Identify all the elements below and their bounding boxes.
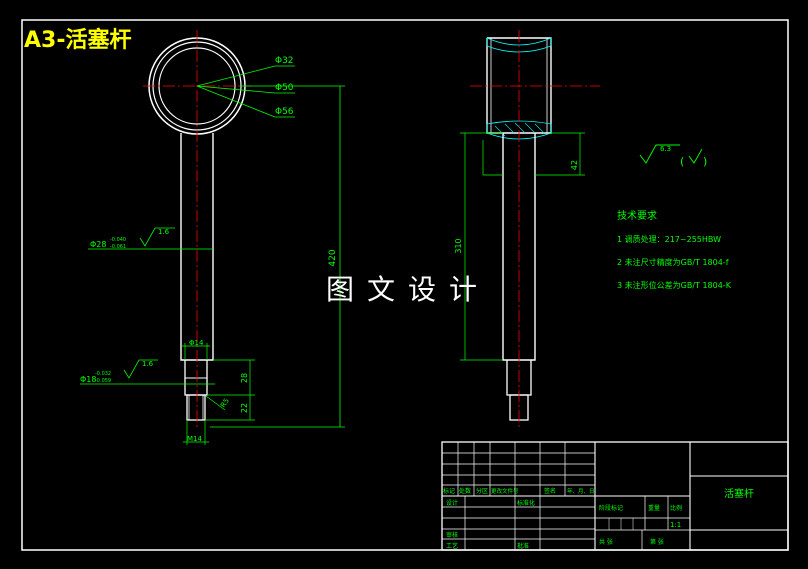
tb-stage-mark: 阶段标记 bbox=[599, 504, 623, 512]
dim-ring-d2: Φ50 bbox=[275, 83, 294, 93]
tech-req-item-3: 3 未注形位公差为GB/T 1804-K bbox=[617, 280, 732, 290]
dim-neck-dia: Φ18 bbox=[80, 375, 96, 384]
tb-review: 审核 bbox=[446, 531, 458, 539]
tb-doc-no: 更改文件号 bbox=[491, 487, 519, 495]
tech-req-item-1: 1 调质处理：217~255HBW bbox=[617, 234, 721, 244]
side-view: 310 42 bbox=[454, 30, 600, 430]
svg-text:): ) bbox=[703, 155, 707, 168]
tb-zone: 分区 bbox=[476, 487, 488, 495]
tech-req-title: 技术要求 bbox=[617, 209, 657, 222]
sheet-border bbox=[21, 19, 789, 551]
title-block bbox=[441, 441, 789, 551]
neck-roughness-symbol bbox=[123, 359, 158, 379]
tech-req-item-2: 2 未注尺寸精度为GB/T 1804-f bbox=[617, 257, 729, 267]
dim-thread: M14 bbox=[187, 435, 202, 443]
title-block-text: 标记 处数 分区 更改文件号 签名 年、月、日 设计 标准化 审核 工艺 批准 … bbox=[443, 487, 754, 550]
front-view: Φ32 Φ50 Φ56 420 Φ28 -0.040 -0.061 1.6 Φ1… bbox=[80, 30, 345, 445]
neck-roughness-value: 1.6 bbox=[142, 360, 154, 368]
dim-chamfer: R5 bbox=[219, 397, 231, 409]
sheet-label: A3-活塞杆 bbox=[24, 28, 132, 53]
tb-sheets-total: 共 张 bbox=[599, 538, 613, 546]
watermark-text: 图文设计 bbox=[326, 273, 491, 306]
dim-neck-tol-lower: -0.059 bbox=[95, 378, 111, 384]
tb-count: 处数 bbox=[459, 487, 471, 495]
rod-roughness-symbol bbox=[139, 227, 175, 247]
dim-neck-small: Φ14 bbox=[189, 339, 204, 347]
thread-end bbox=[186, 394, 206, 421]
tb-approve: 批准 bbox=[517, 542, 529, 550]
rod-roughness-value: 1.6 bbox=[158, 228, 170, 236]
tb-sheet-no: 第 张 bbox=[650, 538, 664, 546]
dim-len-22: 22 bbox=[240, 403, 249, 413]
tb-date: 年、月、日 bbox=[567, 487, 595, 495]
svg-text:(: ( bbox=[680, 155, 684, 168]
dim-rod-dia: Φ28 bbox=[90, 240, 106, 249]
dim-side-42: 42 bbox=[570, 160, 579, 170]
dim-rod-tol-upper: -0.040 bbox=[110, 237, 126, 243]
dim-len-28: 28 bbox=[240, 373, 249, 383]
roughness-note-value: 6.3 bbox=[660, 145, 671, 153]
tb-part-name: 活塞杆 bbox=[724, 487, 754, 500]
technical-requirements: 技术要求 1 调质处理：217~255HBW 2 未注尺寸精度为GB/T 180… bbox=[617, 209, 732, 290]
tb-craft: 工艺 bbox=[446, 542, 458, 550]
tb-sign: 签名 bbox=[544, 487, 556, 495]
dim-ring-d3: Φ56 bbox=[275, 107, 294, 117]
tb-standard: 标准化 bbox=[517, 499, 535, 507]
tb-design: 设计 bbox=[446, 499, 458, 507]
dim-rod-tol-lower: -0.061 bbox=[110, 244, 126, 250]
dim-neck-tol-upper: -0.032 bbox=[95, 371, 111, 377]
tb-scale: 1:1 bbox=[670, 521, 681, 529]
dim-total-length: 420 bbox=[328, 249, 338, 266]
tb-ratio: 比例 bbox=[670, 504, 682, 512]
tb-mark: 标记 bbox=[443, 487, 455, 495]
dim-side-rod-len: 310 bbox=[454, 238, 463, 253]
head-hatch-top bbox=[486, 37, 552, 53]
roughness-note: 6.3 ( ) bbox=[639, 144, 707, 168]
dim-ring-d1: Φ32 bbox=[275, 56, 294, 66]
tb-weight: 重量 bbox=[648, 504, 660, 512]
